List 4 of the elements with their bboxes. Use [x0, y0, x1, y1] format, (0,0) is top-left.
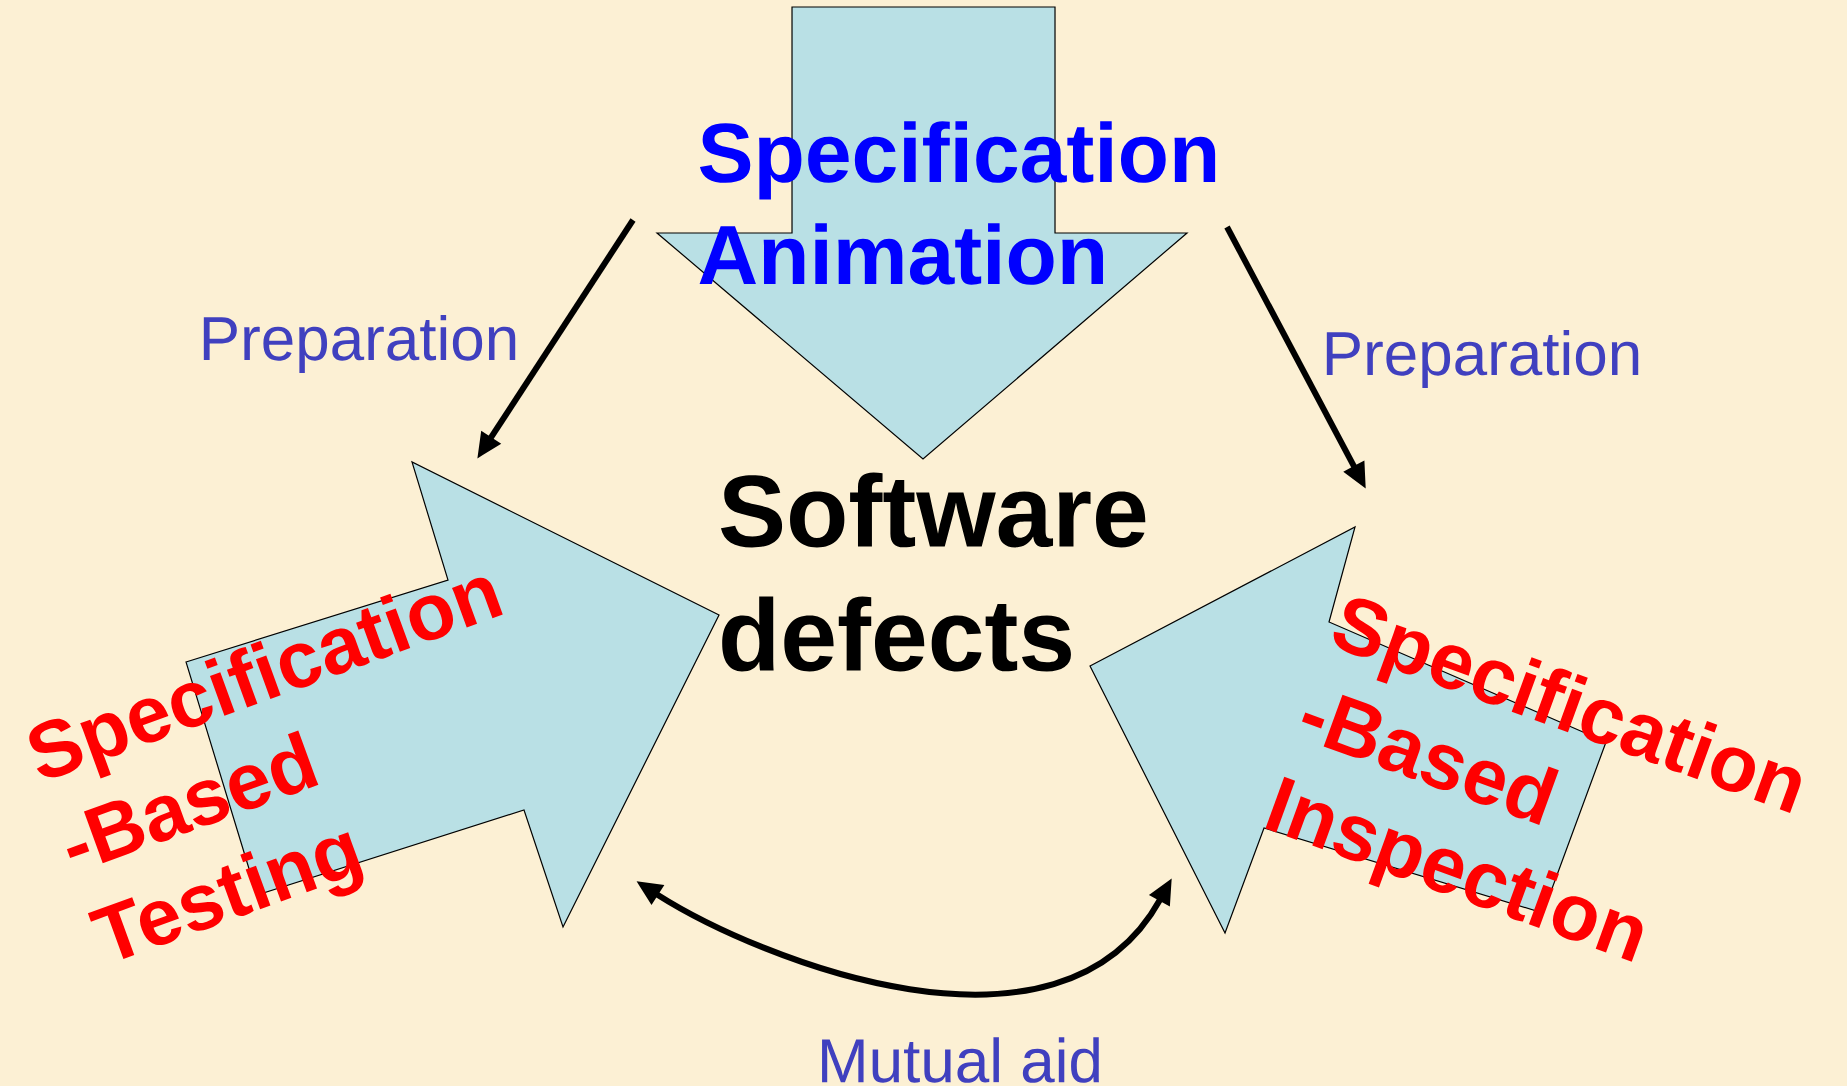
edge-label: Preparation	[203, 315, 516, 373]
edge-label: Preparation	[1326, 330, 1639, 388]
edge-label: Mutual aid	[822, 1037, 1099, 1083]
center-label: Software defects	[720, 472, 1146, 672]
